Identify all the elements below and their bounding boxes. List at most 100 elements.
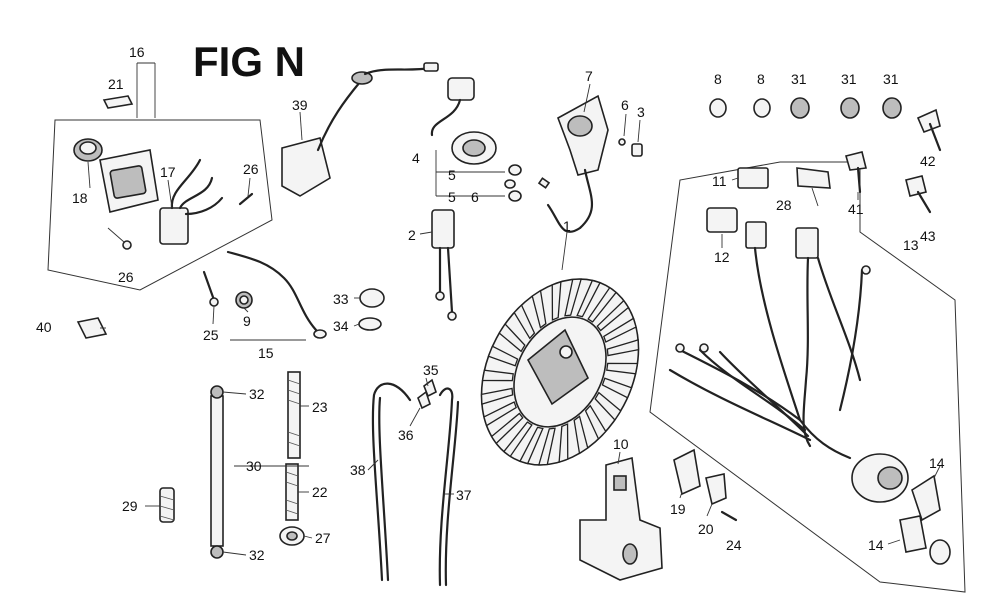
washer-8a [709,98,727,118]
flywheel-fin [576,279,601,318]
label-sticker [102,95,134,109]
ignition-coil-assembly [281,62,439,197]
callout-8b: 8 [757,71,765,87]
callout-31c: 31 [883,71,899,87]
control-box-group [47,62,273,291]
callout-22: 22 [312,484,328,500]
flywheel-fin [594,391,622,422]
callout-24: 24 [726,537,742,553]
callout-8a: 8 [714,71,722,87]
callout-12: 12 [714,249,730,265]
callout-14a: 14 [929,455,945,471]
callout-25: 25 [203,327,219,343]
flywheel-fin [487,345,519,367]
connector-12 [706,207,738,233]
callout-38: 38 [350,462,366,478]
callout-2: 2 [408,227,416,243]
key-14b [899,515,927,553]
callout-16: 16 [129,44,145,60]
flywheel-fin [490,412,524,445]
tube-38 [371,382,412,582]
studs-and-rods [159,371,305,559]
tube-37 [438,387,454,587]
callout-35: 35 [423,362,439,378]
callout-32b: 32 [249,547,265,563]
bolt-25 [209,297,219,307]
screw-24 [720,510,738,522]
washer-8b [753,98,771,118]
bolt-41 [845,151,867,171]
bracket-10 [579,456,663,581]
callout-numbers: 1 2 3 4 5 5 6 6 7 8 8 9 10 11 12 13 14 1… [36,44,945,563]
connector-11 [737,167,769,189]
flywheel-fins [480,278,640,466]
callout-1: 1 [563,218,571,234]
stud-23 [287,371,301,459]
tubes [371,378,460,587]
callout-34: 34 [333,318,349,334]
flywheel-fin [502,421,533,458]
callout-23: 23 [312,399,328,415]
flywheel-fin [601,377,633,399]
key-ring [929,539,951,565]
flywheel-fin [551,280,562,321]
clip-40 [76,317,108,339]
flywheel [480,278,640,466]
callout-29: 29 [122,498,138,514]
flywheel-fin [584,404,607,441]
callout-26a: 26 [243,161,259,177]
wire-connector-17 [159,207,189,245]
callout-31b: 31 [841,71,857,87]
flywheel-fin [481,369,514,382]
flywheel-fin [498,322,526,353]
flywheel-fin [519,426,544,465]
part-19 [673,448,701,496]
callout-20: 20 [698,521,714,537]
callout-4: 4 [412,150,420,166]
callout-10: 10 [613,436,629,452]
mount-bracket [579,456,663,581]
callout-28: 28 [776,197,792,213]
flywheel-fin [483,401,517,427]
cover-28 [796,167,831,189]
key-14a [911,474,941,522]
coil-block [431,209,455,249]
callout-13: 13 [903,237,919,253]
exciter-coil [431,209,457,321]
flywheel-fin [564,278,583,317]
callout-3: 3 [637,104,645,120]
callout-41: 41 [848,201,864,217]
callout-14b: 14 [868,537,884,553]
leader-lines [87,83,941,556]
callout-43: 43 [920,228,936,244]
ignition-coil [281,137,331,197]
callout-31a: 31 [791,71,807,87]
flywheel-fin [606,339,640,357]
part-20 [705,473,727,506]
washer-34 [358,317,382,331]
screw-26 [122,240,132,250]
wire-harness-group [649,161,966,593]
callout-30: 30 [246,458,262,474]
callout-36: 36 [398,427,414,443]
flywheel-fin [480,387,514,405]
callout-5a: 5 [448,167,456,183]
spark-plug-lead [202,250,327,341]
flywheel-fin [573,415,589,455]
rod-30 [210,395,224,547]
clip-35 [423,378,437,398]
callout-18: 18 [72,190,88,206]
callout-42: 42 [920,153,936,169]
pulser-bracket [537,94,643,233]
callout-6b: 6 [471,189,479,205]
flywheel-fin [558,423,569,464]
cap-33 [359,288,385,308]
washer-31b [840,97,860,119]
callout-9: 9 [243,313,251,329]
flywheel-fin [513,303,536,340]
figure-title: FIG N [193,38,305,85]
callout-5b: 5 [448,189,456,205]
bolt-43 [905,175,927,197]
bolt-42 [916,108,941,134]
